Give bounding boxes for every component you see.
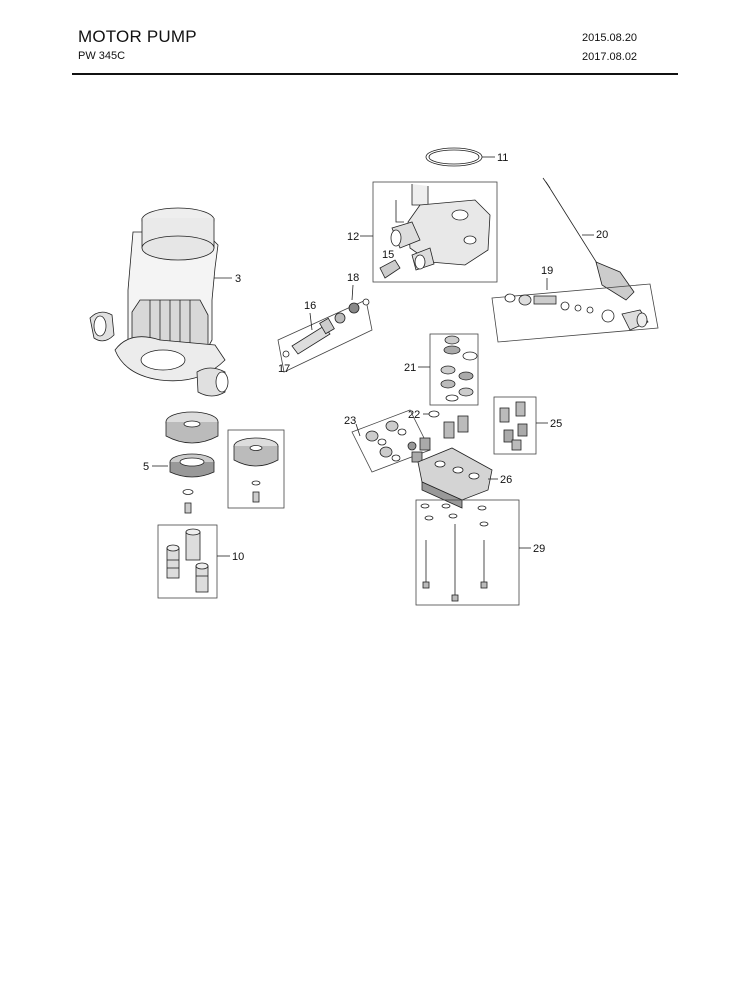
- valve-spring-box: [493, 396, 537, 455]
- callout-29: 29: [533, 543, 545, 555]
- relief-valve-box: [277, 299, 373, 373]
- callout-16: 16: [304, 300, 316, 312]
- callout-22: 22: [408, 409, 420, 421]
- unloader-valve-parts: [504, 293, 649, 331]
- callout-21: 21: [404, 362, 416, 374]
- o-ring-inner: [428, 149, 480, 165]
- callout-19: 19: [541, 265, 553, 277]
- piston-set: [166, 528, 209, 593]
- callout-5: 5: [143, 461, 149, 473]
- date-revised: 2017.08.02: [582, 51, 638, 63]
- header-rule: [72, 73, 678, 75]
- page-title: MOTOR PUMP: [78, 27, 197, 46]
- callout-23: 23: [344, 415, 356, 427]
- callout-12: 12: [347, 231, 359, 243]
- callout-25: 25: [550, 418, 562, 430]
- piston-set-box: [157, 524, 218, 599]
- o-ring-part: [425, 147, 483, 167]
- wobble-plate-detail-box: [227, 429, 285, 509]
- callout-15: 15: [382, 249, 394, 261]
- seal-spring-parts: [411, 415, 469, 463]
- check-valve-box: [429, 333, 479, 406]
- pump-head-box: [372, 181, 498, 283]
- pump-head-part: [379, 184, 491, 279]
- callout-18-leader: [351, 284, 354, 301]
- bolt-set-parts: [420, 503, 489, 602]
- bolt-set-box: [415, 499, 520, 606]
- check-valve-parts: [440, 335, 478, 402]
- relief-valve-parts: [282, 298, 370, 358]
- date-created: 2015.08.20: [582, 32, 638, 44]
- callout-17: 17: [278, 363, 290, 375]
- callout-10: 10: [232, 551, 244, 563]
- callout-3: 3: [235, 273, 241, 285]
- callout-18: 18: [347, 272, 359, 284]
- unloader-lever-part: [542, 177, 635, 301]
- model-number: PW 345C: [78, 50, 126, 62]
- seal-part: [428, 410, 440, 418]
- callout-11: 11: [497, 152, 508, 164]
- callout-26: 26: [500, 474, 512, 486]
- wobble-plate-part: [165, 411, 219, 514]
- motor-part: [89, 207, 229, 397]
- manifold-housing-part: [417, 447, 493, 509]
- wobble-plate-detail: [233, 437, 279, 503]
- callout-23-leader: [355, 423, 361, 437]
- unloader-valve-box: [491, 283, 659, 343]
- piston-guide-parts: [365, 420, 417, 462]
- valve-spring-parts: [499, 401, 528, 451]
- callout-16-leader: [309, 312, 313, 331]
- callout-20: 20: [596, 229, 608, 241]
